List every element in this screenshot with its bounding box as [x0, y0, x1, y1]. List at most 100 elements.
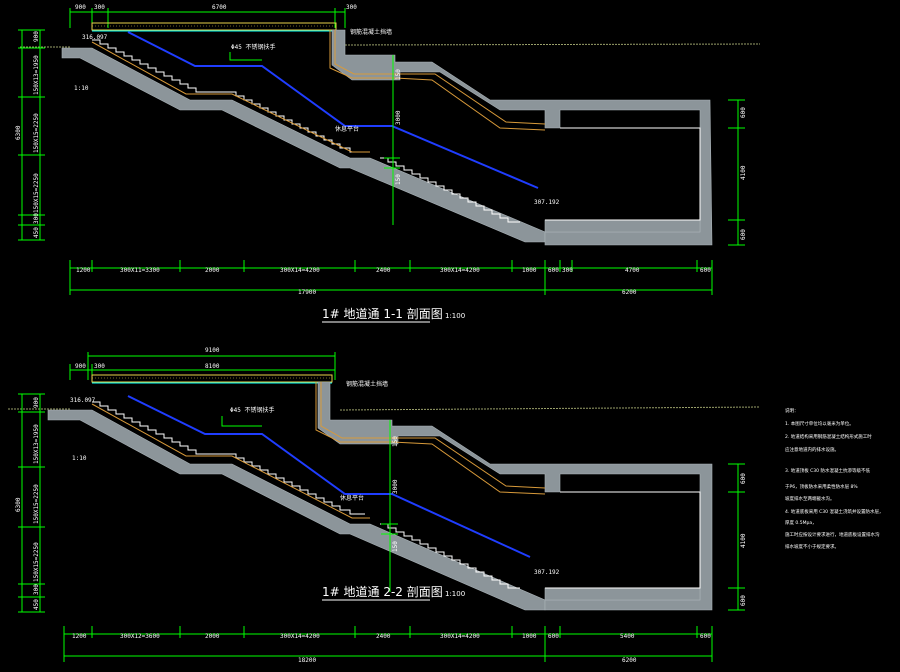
top-dim-1: 900 — [75, 4, 86, 11]
ground-line — [341, 43, 761, 46]
bottom-dim-2: 300X11=3300 — [120, 267, 160, 274]
concrete-structure — [61, 29, 713, 246]
bottom-dim-1: 1200 — [76, 267, 91, 274]
top-deck — [91, 22, 337, 32]
right-dim-3: 600 — [740, 595, 747, 606]
top-dimension: 900 300 6700 300 — [69, 4, 357, 28]
bottom-dim-9: 300 — [562, 267, 573, 274]
bottom-dimension: 1200 300X12=3600 2000 300X14=4200 2400 3… — [63, 626, 713, 664]
bottom-dim-8: 600 — [548, 267, 559, 274]
notes-line-5: 于P6，顶板防水采用柔性防水层 8% — [785, 483, 858, 490]
left-dimension: 900 150X13=1950 6300 150X15=2250 150X15=… — [15, 393, 45, 613]
right-dim-2: 4100 — [740, 533, 747, 548]
bottom-dim-7: 1000 — [522, 267, 537, 274]
section-1-title: 1# 地道通 1-1 剖面图 — [322, 307, 443, 321]
notes-line-4: 3. 地道顶板 C30 防水混凝土抗渗等级不低 — [785, 467, 870, 474]
top-dim-3: 6700 — [212, 4, 227, 11]
bottom-dim-5: 2400 — [376, 633, 391, 640]
notes-line-6: 坡度排水至两端截水沟。 — [785, 495, 835, 502]
top-dim-4: 8100 — [205, 363, 220, 370]
left-dim-1: 900 — [33, 31, 40, 42]
section-1-1: 900 300 6700 300 900 150X13=1950 — [15, 4, 761, 323]
bottom-dim-1: 1200 — [72, 633, 87, 640]
ground-line — [339, 406, 761, 411]
section-2-title: 1# 地道通 2-2 剖面图 — [322, 585, 443, 599]
top-dim-2: 300 — [94, 363, 105, 370]
left-dim-5: 150X15=2250 — [33, 173, 40, 213]
upper-slope-line — [91, 41, 370, 153]
mid-dim-3: 150 — [392, 541, 399, 552]
left-dim-2: 150X13=1950 — [33, 55, 40, 95]
wall-label: 钢筋混凝土挡墙 — [350, 28, 392, 36]
notes-line-2: 2. 地道结构采用钢筋混凝土结构形式施工时 — [785, 433, 872, 440]
bottom-dim-5: 2400 — [376, 267, 391, 274]
right-dim-1: 600 — [740, 107, 747, 118]
left-dim-2: 150X13=1950 — [33, 424, 40, 464]
left-dim-6: 300 — [33, 584, 40, 595]
concrete-structure — [47, 381, 713, 611]
slope-label: 1:10 — [74, 85, 89, 92]
total-dim-2: 6200 — [622, 289, 637, 296]
section-2-2: 900 300 9100 8100 900 150X13=1950 6300 1… — [8, 347, 761, 664]
top-dim-1: 900 — [75, 363, 86, 370]
platform-label: 休息平台 — [340, 494, 364, 502]
notes-line-8: 厚度 0.5Mpa， — [785, 519, 817, 526]
bottom-dim-3: 2000 — [205, 633, 220, 640]
stair-steps-mid — [228, 453, 365, 515]
bottom-dim-10: 4700 — [625, 267, 640, 274]
total-dim-2: 6200 — [622, 657, 637, 664]
mid-dim-2: 3000 — [395, 110, 402, 125]
bottom-dim-4: 300X14=4200 — [280, 267, 320, 274]
right-dimension: 600 4100 600 — [728, 463, 747, 611]
notes-heading: 说明： — [785, 407, 799, 414]
section-1-scale: 1:100 — [445, 312, 465, 320]
left-dim-7: 450 — [33, 599, 40, 610]
bottom-dimension: 1200 300X11=3300 2000 300X14=4200 2400 3… — [69, 260, 713, 296]
section-2-scale: 1:100 — [445, 590, 465, 598]
stair-steps-lower — [380, 157, 520, 223]
top-dim-4: 300 — [346, 4, 357, 11]
bottom-elevation: 307.192 — [534, 569, 560, 576]
top-dim-2: 300 — [94, 4, 105, 11]
bottom-dim-8: 600 — [548, 633, 559, 640]
stair-steps-lower — [380, 523, 520, 589]
left-dimension: 900 150X13=1950 6300 150X15=2250 150X15=… — [15, 29, 45, 241]
mid-dim-2: 3000 — [392, 479, 399, 494]
left-dim-4: 150X15=2250 — [33, 484, 40, 524]
upper-slope-line — [91, 403, 370, 519]
right-dim-2: 4100 — [740, 165, 747, 180]
right-dim-3: 600 — [740, 229, 747, 240]
slope-label: 1:10 — [72, 455, 87, 462]
bottom-dim-6: 300X14=4200 — [440, 267, 480, 274]
handrail-label: Φ45 不锈钢扶手 — [230, 406, 274, 414]
mid-dim-1: 150 — [392, 436, 399, 447]
drain-pipe-2 — [334, 30, 546, 125]
platform-label: 休息平台 — [335, 125, 359, 133]
top-elevation: 316.097 — [82, 34, 108, 41]
left-dim-5: 150X15=2250 — [33, 542, 40, 582]
drain-pipe-2 — [320, 382, 546, 489]
right-dimension: 600 4100 600 — [728, 99, 747, 246]
drain-pipe — [329, 30, 546, 131]
mid-dim-3: 150 — [395, 174, 402, 185]
notes-block: 说明： 1. 本图尺寸单位均以毫米为单位。 2. 地道结构采用钢筋混凝土结构形式… — [785, 407, 883, 550]
stair-steps-mid — [228, 91, 365, 153]
left-dim-4: 150X15=2250 — [33, 113, 40, 153]
bottom-elevation: 307.192 — [534, 199, 560, 206]
bottom-dim-7: 1000 — [522, 633, 537, 640]
bottom-dim-4: 300X14=4200 — [280, 633, 320, 640]
handrail — [127, 31, 539, 189]
bottom-dim-2: 300X12=3600 — [120, 633, 160, 640]
left-dim-7: 450 — [33, 227, 40, 238]
top-dim-3: 9100 — [205, 347, 220, 354]
notes-line-7: 4. 地道底板采用 C30 混凝土浇筑并设置防水层， — [785, 508, 883, 515]
top-deck — [91, 374, 333, 384]
bottom-dim-6: 300X14=4200 — [440, 633, 480, 640]
handrail-label: Φ45 不锈钢扶手 — [231, 43, 275, 51]
notes-line-1: 1. 本图尺寸单位均以毫米为单位。 — [785, 420, 854, 427]
stair-steps-upper — [92, 401, 228, 455]
left-dim-1: 900 — [33, 397, 40, 408]
top-dimension: 900 300 9100 8100 — [69, 347, 336, 380]
left-dim-3: 6300 — [15, 497, 22, 512]
bottom-dim-3: 2000 — [205, 267, 220, 274]
